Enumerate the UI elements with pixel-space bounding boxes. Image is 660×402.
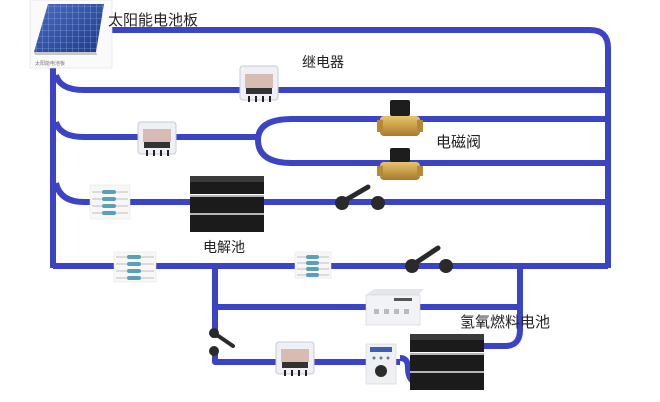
wire-valve-split bbox=[255, 116, 293, 166]
resistor-array-electrolyzer[interactable] bbox=[89, 184, 131, 220]
electrolyzer-stack[interactable] bbox=[190, 176, 264, 232]
relay-lower[interactable] bbox=[275, 341, 315, 376]
relay-label: 继电器 bbox=[302, 55, 344, 71]
resistor-array-bottom-right[interactable] bbox=[294, 251, 332, 279]
solenoid-valve-upper[interactable] bbox=[377, 100, 423, 136]
wire-lower-bottom bbox=[212, 354, 400, 365]
fuel-cell-label: 氢氧燃料电池 bbox=[460, 313, 551, 331]
solar-panel-label: 太阳能电池板 bbox=[108, 11, 199, 29]
wire-top bbox=[102, 27, 611, 268]
solar-panel[interactable] bbox=[29, 0, 113, 69]
wire-fuelcell-up bbox=[484, 305, 523, 349]
timer-relay[interactable] bbox=[365, 343, 397, 385]
controller-module[interactable] bbox=[365, 289, 424, 326]
switch-electrolyzer[interactable] bbox=[335, 184, 385, 210]
wire-valve-row bbox=[53, 120, 258, 140]
wire-relay-row bbox=[53, 73, 608, 93]
solar-panel-caption: 太阳能电池板 bbox=[35, 61, 66, 67]
relay-top[interactable] bbox=[239, 65, 279, 102]
relay-middle[interactable] bbox=[137, 121, 177, 156]
wire-electrolyzer-row bbox=[53, 182, 608, 205]
switch-lower-loop[interactable] bbox=[209, 328, 235, 356]
resistor-array-bottom-left[interactable] bbox=[113, 251, 157, 283]
switch-bottom[interactable] bbox=[405, 245, 453, 273]
fuel-cell-stack[interactable] bbox=[410, 334, 484, 390]
solenoid-valve-label: 电磁阀 bbox=[436, 133, 482, 151]
electrolyzer-label: 电解池 bbox=[203, 240, 245, 256]
solenoid-valve-lower[interactable] bbox=[377, 148, 423, 180]
